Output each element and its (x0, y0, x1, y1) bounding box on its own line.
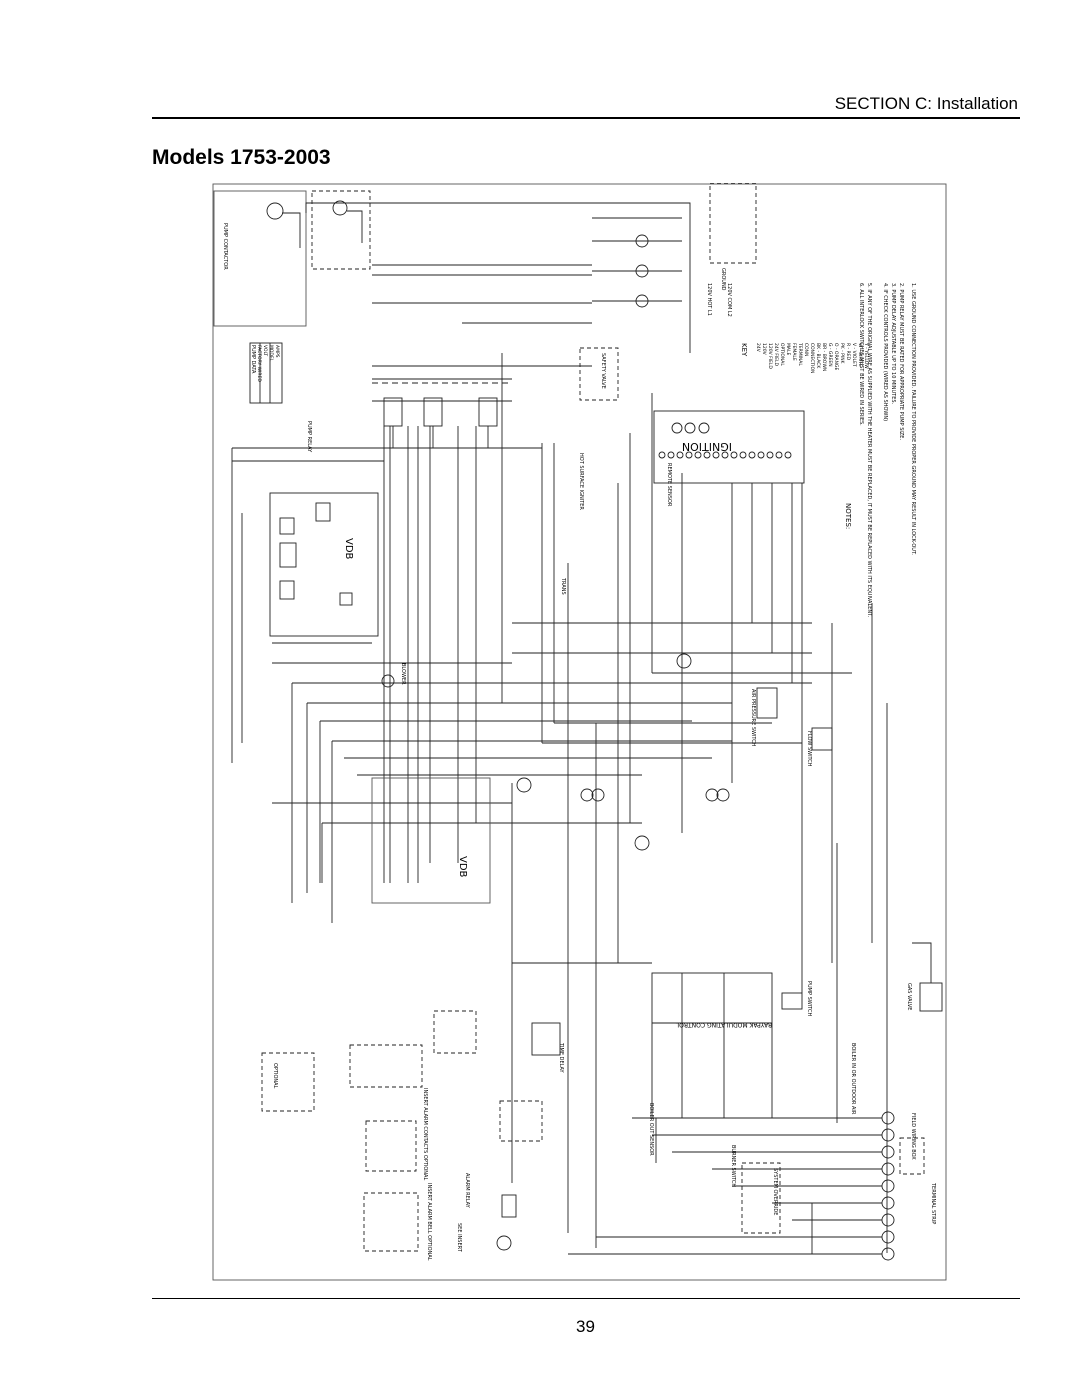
insert-alarm-contacts-label: INSERT ALARM CONTACTS OPTIONAL (422, 1088, 428, 1180)
key-item: TERMINAL (797, 342, 803, 366)
ignition-label: IGNITION (682, 440, 732, 453)
key-item: 120V FIELD (767, 343, 773, 369)
pump-switch-label: PUMP SWITCH (806, 981, 812, 1016)
notes-heading: NOTES: (844, 503, 852, 529)
header-rule (152, 117, 1020, 119)
key-heading: KEY (740, 343, 748, 357)
note-3: 3. PUMP DELAY ADJUSTABLE UP TO 10 MINUTE… (890, 283, 896, 405)
key-item: OPTIONAL (779, 343, 785, 366)
key-item: BK - BLACK (815, 343, 821, 369)
hot-surface-igniter-label: HOT SURFACE IGNITER (578, 453, 584, 510)
pump-relay-label: PUMP RELAY (306, 421, 312, 453)
remote-sensor-label: REMOTE SENSOR (666, 463, 672, 507)
time-delay-label: TIME DELAY (558, 1042, 564, 1074)
page-number: 39 (576, 1317, 595, 1336)
key-item: BR - BROWN (821, 343, 827, 371)
alarm-relay-label: ALARM RELAY (464, 1173, 470, 1209)
section-header: SECTION C: Installation (834, 94, 1018, 113)
note-1: 1. USE GROUND CONNECTION PROVIDED. FAILU… (910, 283, 916, 555)
air-pressure-switch-label: AIR PRESSURE SWITCH (750, 689, 756, 747)
key-item: O - ORANGE (833, 343, 839, 370)
pump-data-row: MODEL (268, 345, 274, 362)
optional-label: OPTIONAL (272, 1063, 278, 1089)
key-item: MALE (785, 343, 791, 355)
transformer-label: TRANS (560, 577, 566, 595)
pump-contactor-label: PUMP CONTACTOR (222, 223, 228, 270)
pump-data-row: FACTORY WIRED (256, 345, 262, 382)
flow-switch-label: FLOW SWITCH (806, 731, 812, 767)
gas-valve-label: GAS VALVE (906, 983, 912, 1010)
power-com-label: 120V COM L2 (726, 283, 732, 317)
key-item: V - VIOLET (851, 343, 857, 367)
key-item: 24V FIELD (773, 343, 779, 367)
key-item: 24V (755, 343, 761, 353)
page-title: Models 1753-2003 (152, 146, 331, 169)
insert-alarm-bell-label: INSERT ALARM BELL OPTIONAL (426, 1183, 432, 1261)
key-item: FEMALE (791, 343, 797, 361)
see-insert-label: SEE INSERT (456, 1223, 462, 1253)
system-override-label: SYSTEM OVERRIDE (772, 1168, 778, 1215)
blower-label: BLOWER (400, 663, 406, 685)
pump-data-heading: PUMP DATA (250, 345, 256, 374)
key-item: CONNECTION (809, 343, 815, 373)
field-wiring-box-label: FIELD WIRING BOX (910, 1113, 916, 1160)
key-item: R - RED (845, 343, 851, 361)
modulating-control-label: RAYPAK MODULATING CONTROL (675, 1021, 772, 1028)
pump-data-row: VOLT (262, 345, 268, 356)
ground-label: GROUND (720, 268, 726, 291)
note-6: 6. ALL INTERLOCK SWITCHES MUST BE WIRED … (858, 283, 864, 426)
safety-valve-label: SAFETY VALVE (600, 353, 606, 389)
key-item: W - WHITE (857, 343, 863, 367)
vdb-label-lower: VDB (457, 856, 468, 878)
note-2: 2. PUMP RELAY MUST BE RATED FOR APPROPRI… (898, 283, 904, 440)
key-item: G - GREEN (827, 343, 833, 367)
key-item: Y - YELLOW (863, 342, 869, 369)
vdb-label-upper: VDB (343, 538, 354, 560)
key-item: PK - PINK (839, 343, 845, 365)
power-hot-label: 120V HOT L1 (706, 283, 712, 316)
footer-rule (152, 1298, 1020, 1299)
pump-data-row: AMPS (274, 345, 280, 358)
note-5: 5. IF ANY OF THE ORIGINAL WIRE AS SUPPLI… (866, 283, 872, 618)
key-item: CONN (803, 343, 809, 356)
note-4: 4. IF CHECK CONTROLS PROVIDED (WIRED AS … (882, 283, 888, 421)
wiring-diagram: IGNITION VDB VDB NOTES: 6. ALL INTERLOCK… (212, 183, 947, 1281)
terminal-strip-label: TERMINAL STRIP (930, 1182, 936, 1224)
boiler-out-sensor-label: BOILER OUT SENSOR (648, 1103, 654, 1156)
key-item: 120V (761, 343, 767, 356)
burner-switch-label: BURNER SWITCH (730, 1145, 736, 1187)
boiler-in-outdoor-air-label: BOILER IN OR OUTDOOR AIR (850, 1043, 856, 1115)
